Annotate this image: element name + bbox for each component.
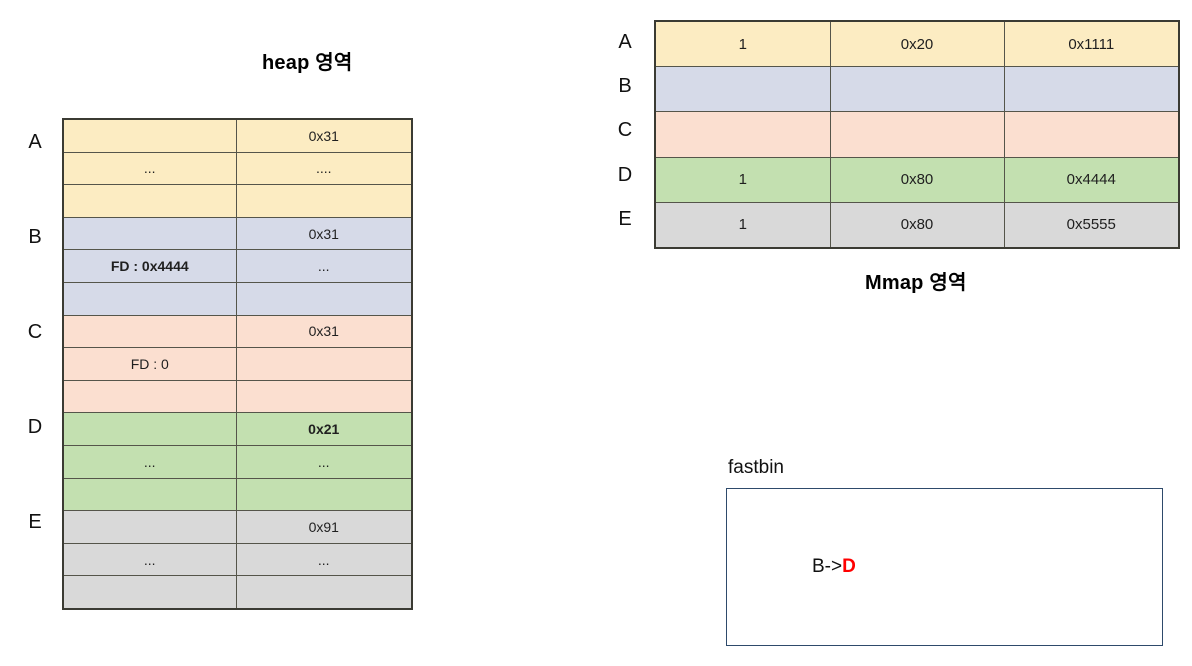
mmap-cell [1003,66,1180,113]
heap-cell-left [62,184,237,218]
heap-cell-left: ... [62,151,237,186]
heap-cell-right [235,575,413,610]
mmap-row [654,111,1180,158]
heap-row: 0x31 [62,314,413,349]
heap-cell-left [62,118,237,153]
heap-row [62,184,413,218]
heap-cell-left: ... [62,444,237,479]
mmap-row [654,66,1180,113]
mmap-cell: 1 [654,201,831,249]
heap-cell-right [235,379,413,414]
heap-row: 0x31 [62,216,413,251]
heap-cell-left [62,575,237,610]
mmap-cell [1003,111,1180,158]
mmap-cell [654,111,831,158]
heap-cell-right: ... [235,542,413,577]
heap-cell-left [62,379,237,414]
mmap-cell: 0x5555 [1003,201,1180,249]
heap-row-label-e: E [28,511,42,533]
fastbin-panel [726,488,1163,646]
fastbin-chain: B->D [812,556,856,578]
heap-cell-right: 0x21 [235,412,413,446]
fastbin-label: fastbin [728,457,784,478]
heap-cell-right [235,347,413,381]
heap-cell-left: FD : 0 [62,347,237,381]
heap-row: ....... [62,151,413,186]
heap-row: 0x31 [62,118,413,153]
heap-cell-right: .... [235,151,413,186]
heap-cell-left [62,412,237,446]
fastbin-chain-target: D [842,556,856,577]
mmap-section-title: Mmap 영역 [865,272,967,294]
heap-cell-right [235,281,413,316]
mmap-cell: 0x4444 [1003,156,1180,203]
heap-row [62,575,413,610]
mmap-cell: 0x80 [829,201,1005,249]
heap-row-label-a: A [28,131,42,153]
mmap-cell: 0x20 [829,20,1005,68]
heap-row [62,281,413,316]
heap-row: FD : 0 [62,347,413,381]
mmap-cell: 1 [654,156,831,203]
heap-cell-right [235,184,413,218]
heap-cell-right: ... [235,249,413,283]
fastbin-chain-head: B-> [812,556,843,577]
mmap-cell: 0x1111 [1003,20,1180,68]
heap-section-title: heap 영역 [262,52,353,74]
heap-row: ...... [62,542,413,577]
mmap-cell: 0x80 [829,156,1005,203]
mmap-cell [654,66,831,113]
mmap-cell [829,111,1005,158]
heap-row [62,477,413,512]
heap-row: 0x21 [62,412,413,446]
heap-cell-right: 0x31 [235,118,413,153]
mmap-row-label-d: D [617,164,633,186]
mmap-row-label-a: A [618,31,632,53]
heap-cell-left [62,216,237,251]
mmap-cell [829,66,1005,113]
heap-cell-left [62,314,237,349]
heap-row: 0x91 [62,510,413,544]
mmap-row-label-c: C [617,119,633,141]
heap-cell-right: 0x91 [235,510,413,544]
heap-cell-right [235,477,413,512]
heap-cell-left: ... [62,542,237,577]
heap-cell-right: 0x31 [235,216,413,251]
heap-row [62,379,413,414]
heap-cell-left: FD : 0x4444 [62,249,237,283]
heap-cell-right: 0x31 [235,314,413,349]
heap-row: ...... [62,444,413,479]
mmap-row-label-e: E [618,208,632,230]
mmap-row-label-b: B [618,75,632,97]
heap-row: FD : 0x4444... [62,249,413,283]
heap-row-label-c: C [27,321,43,343]
heap-cell-left [62,477,237,512]
heap-row-label-d: D [27,416,43,438]
heap-cell-left [62,281,237,316]
heap-cell-left [62,510,237,544]
heap-row-label-b: B [28,226,42,248]
heap-cell-right: ... [235,444,413,479]
mmap-cell: 1 [654,20,831,68]
